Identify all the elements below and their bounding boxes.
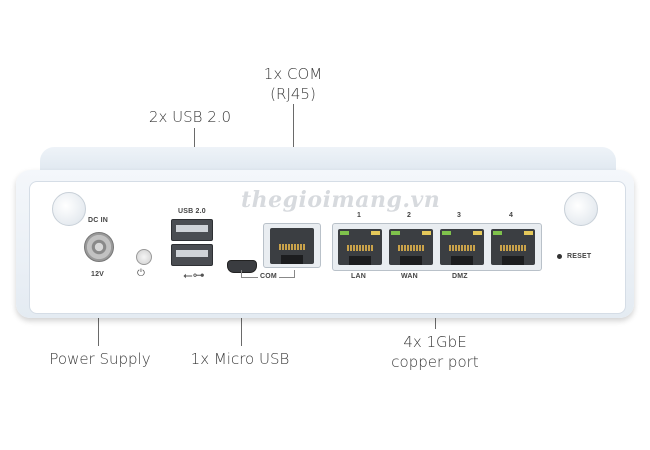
- port-name-wan: WAN: [401, 273, 418, 280]
- port-led-activity: [473, 231, 482, 235]
- reset-button[interactable]: [557, 254, 562, 259]
- power-icon: ⏻: [137, 268, 145, 279]
- rubber-foot-left: [52, 192, 86, 226]
- usb-icon: ⭠⊶: [183, 268, 205, 282]
- port-latch: [502, 256, 524, 265]
- ethernet-port-4[interactable]: [491, 229, 535, 265]
- port-pins: [347, 245, 373, 251]
- port-pins: [279, 244, 305, 250]
- ethernet-port-3[interactable]: [440, 229, 484, 265]
- port-led-link: [391, 231, 400, 235]
- port-led-link: [493, 231, 502, 235]
- callout-gbe: 4x 1GbE copper port: [380, 332, 490, 372]
- reset-label: RESET: [567, 253, 592, 260]
- callout-com-line1: 1x COM: [263, 65, 323, 83]
- dc-in-label: DC IN: [88, 217, 109, 224]
- port-pins: [398, 245, 424, 251]
- com-label: COM: [258, 273, 279, 280]
- com-port[interactable]: [270, 228, 314, 264]
- port-name-dmz: DMZ: [452, 273, 468, 280]
- port-number-1: 1: [357, 212, 362, 219]
- port-latch: [451, 256, 473, 265]
- port-led-link: [340, 231, 349, 235]
- port-led-activity: [371, 231, 380, 235]
- port-pins: [449, 245, 475, 251]
- port-number-4: 4: [509, 212, 514, 219]
- port-latch: [349, 256, 371, 265]
- rubber-foot-right: [564, 192, 598, 226]
- usb-tongue: [176, 250, 208, 257]
- micro-usb-port[interactable]: [227, 260, 257, 273]
- callout-usb: 2x USB 2.0: [148, 108, 232, 126]
- voltage-label: 12V: [91, 271, 105, 278]
- port-name-lan: LAN: [351, 273, 366, 280]
- callout-com: 1x COM (RJ45): [252, 64, 334, 104]
- usb-tongue: [176, 225, 208, 232]
- port-led-link: [442, 231, 451, 235]
- port-number-3: 3: [457, 212, 462, 219]
- port-led-activity: [524, 231, 533, 235]
- callout-gbe-line2: copper port: [391, 353, 479, 371]
- usb-port-bottom[interactable]: [171, 244, 213, 266]
- port-led-activity: [422, 231, 431, 235]
- usb-label: USB 2.0: [178, 208, 206, 215]
- power-button[interactable]: [136, 249, 152, 265]
- com-port-frame: [263, 223, 321, 268]
- usb-port-top[interactable]: [171, 219, 213, 241]
- lan-port-frame: [332, 223, 542, 271]
- dc-power-jack[interactable]: [84, 232, 114, 262]
- port-number-2: 2: [407, 212, 412, 219]
- callout-micro-usb: 1x Micro USB: [190, 350, 290, 368]
- ethernet-port-1[interactable]: [338, 229, 382, 265]
- port-latch: [281, 255, 303, 264]
- port-latch: [400, 256, 422, 265]
- watermark: thegioimang.vn: [241, 187, 441, 213]
- port-pins: [500, 245, 526, 251]
- callout-gbe-line1: 4x 1GbE: [403, 333, 467, 351]
- callout-com-line2: (RJ45): [270, 85, 316, 103]
- ethernet-port-2[interactable]: [389, 229, 433, 265]
- callout-power-supply: Power Supply: [49, 350, 151, 368]
